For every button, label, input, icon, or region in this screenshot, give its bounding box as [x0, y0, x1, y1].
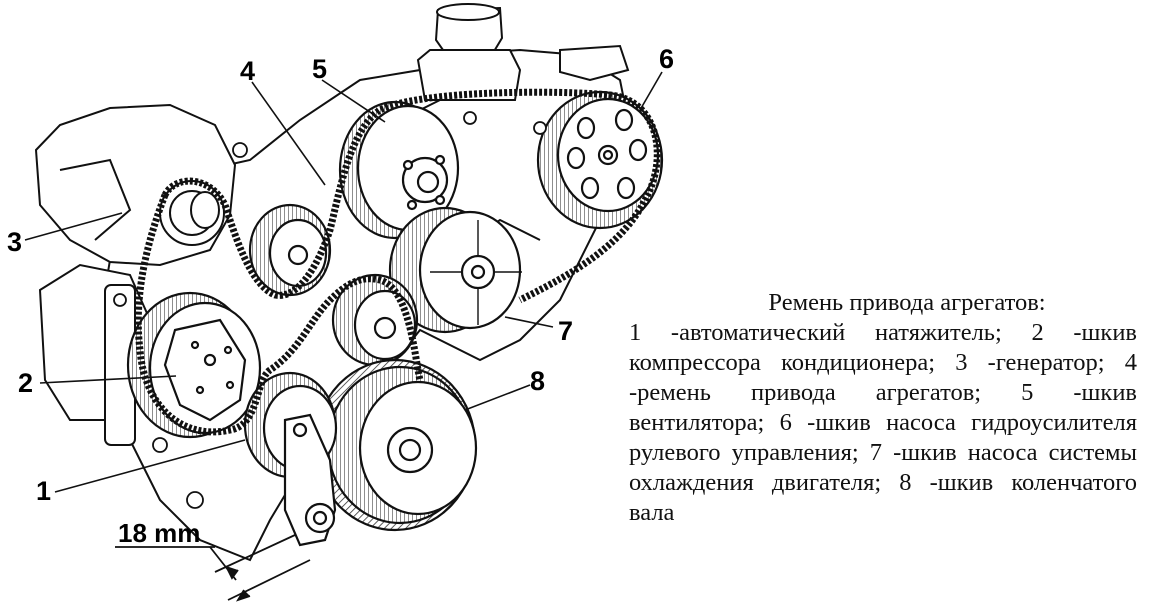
idler-pulley-upper	[248, 203, 332, 297]
dimension-label: 18 mm	[118, 518, 200, 548]
fan-pulley	[338, 100, 460, 240]
power-steering-pulley	[536, 90, 664, 230]
water-pump-pulley	[388, 206, 522, 334]
leader-lines	[24, 71, 663, 493]
callout-6: 6	[659, 44, 674, 74]
ac-compressor-pulley	[126, 291, 262, 439]
automatic-tensioner	[243, 371, 338, 547]
callout-8: 8	[530, 366, 545, 396]
mounting-bolts	[113, 111, 547, 509]
crankshaft-pulley	[313, 358, 478, 532]
drive-belt	[134, 88, 661, 436]
caption-body: 1 -автоматический натяжитель; 2 -шкив ко…	[629, 319, 1137, 526]
callout-1: 1	[36, 476, 51, 506]
callout-5: 5	[312, 54, 327, 84]
caption: Ремень привода агрегатов: 1 -автоматичес…	[629, 288, 1137, 528]
dimension-annotation	[115, 534, 311, 602]
callout-3: 3	[7, 227, 22, 257]
callout-7: 7	[558, 316, 573, 346]
callout-2: 2	[18, 368, 33, 398]
callout-4: 4	[240, 56, 255, 86]
caption-title: Ремень привода агрегатов:	[768, 289, 1046, 316]
